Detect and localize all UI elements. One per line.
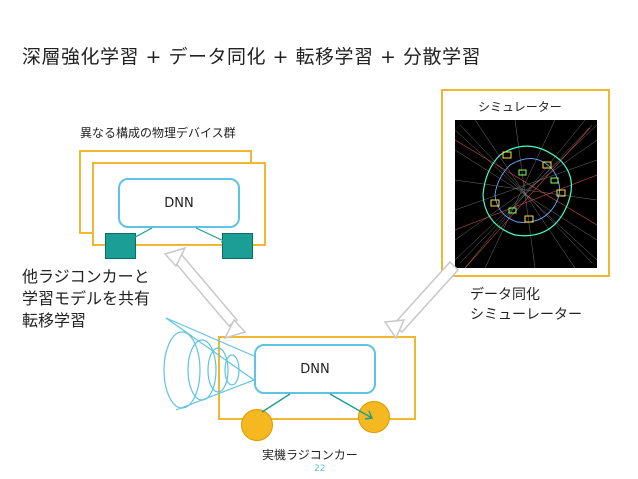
simulator-caption: シミュレーター xyxy=(478,100,562,114)
car-dnn-label: DNN xyxy=(300,361,330,377)
right-note-line: シミューレーター xyxy=(470,307,582,323)
devices-dnn-label: DNN xyxy=(164,195,194,211)
left-note: 他ラジコンカーと 学習モデルを共有 転移学習 xyxy=(22,266,150,332)
slide-title: 深層強化学習 + データ同化 + 転移学習 + 分散学習 xyxy=(22,46,481,68)
car-dnn-arrows xyxy=(261,393,374,420)
devices-dnn-box: DNN xyxy=(118,178,240,228)
car-wheel-left xyxy=(241,409,273,441)
left-note-line: 転移学習 xyxy=(22,311,87,330)
left-note-line: 学習モデルを共有 xyxy=(22,289,151,308)
device-actuator-right xyxy=(222,233,253,259)
page-number: 22 xyxy=(314,464,326,474)
simulator-screenshot xyxy=(455,120,597,268)
sharing-cone xyxy=(163,317,255,411)
car-dnn-box: DNN xyxy=(254,344,376,394)
simulator-track-drawing xyxy=(455,120,597,268)
right-note-line: データ同化 xyxy=(470,287,540,303)
car-wheel-right xyxy=(358,401,390,433)
device-dnn-arrows xyxy=(125,227,227,243)
assimilation-arrow xyxy=(383,260,460,340)
right-note: データ同化 シミューレーター xyxy=(470,285,582,325)
device-actuator-left xyxy=(105,233,136,259)
devices-caption: 異なる構成の物理デバイス群 xyxy=(80,126,236,140)
transfer-arrow xyxy=(163,246,247,340)
left-note-line: 他ラジコンカーと xyxy=(22,267,150,286)
car-caption: 実機ラジコンカー xyxy=(262,448,358,462)
